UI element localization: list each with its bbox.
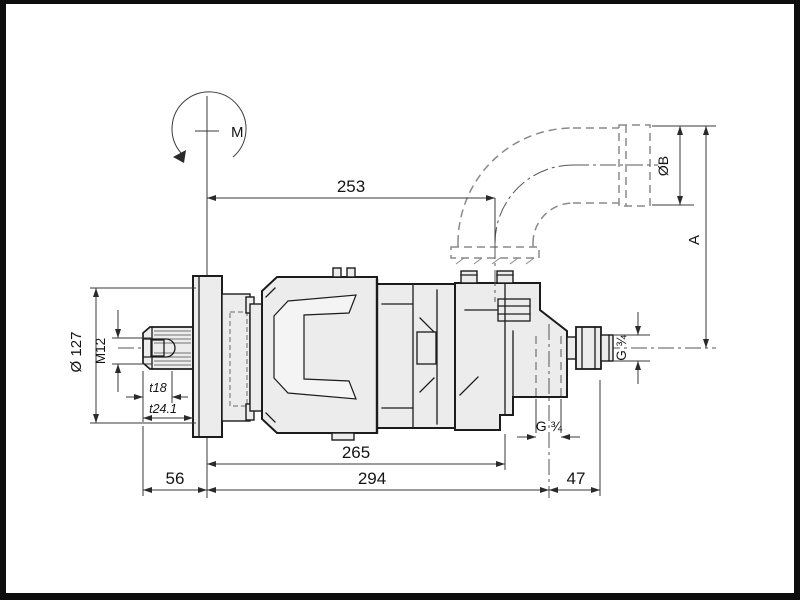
- dimension-294: 294: [207, 469, 549, 493]
- stud: [460, 270, 478, 284]
- thread-stub: [600, 334, 614, 362]
- dim-g34-bottom-value: G ¾: [536, 418, 563, 434]
- dim-294-value: 294: [358, 469, 386, 488]
- dimension-depth-18: t18: [126, 371, 188, 403]
- rear-housing: [454, 270, 568, 431]
- elbow-centerline: [494, 164, 574, 244]
- dimension-g34-bottom-port: G ¾: [517, 324, 580, 498]
- hex-nut: [575, 326, 602, 370]
- dimension-47: 47: [549, 380, 601, 496]
- stud: [496, 270, 514, 284]
- torque-direction-symbol: M: [171, 91, 247, 163]
- top-boss: [332, 267, 342, 278]
- dim-diameter-b-value: ØB: [655, 156, 671, 176]
- dim-depth-18-value: t18: [149, 381, 166, 395]
- dim-253-value: 253: [337, 177, 365, 196]
- dimension-diameter-127: Ø 127: [68, 287, 196, 424]
- rear-port-fitting: [566, 326, 614, 370]
- port-bore-hidden: [535, 336, 562, 397]
- drive-shaft: [142, 326, 194, 370]
- rotation-arrowhead: [173, 150, 186, 163]
- dim-47-value: 47: [567, 469, 586, 488]
- dimension-56: 56: [142, 426, 207, 496]
- suction-elbow: [450, 124, 658, 302]
- dimension-g34-rear-port: G ¾: [613, 312, 650, 384]
- dim-depth-24-1-value: t24.1: [149, 402, 177, 416]
- housing-recess: [273, 294, 357, 400]
- flange-neck: [249, 303, 263, 412]
- dim-diameter-127-value: Ø 127: [68, 332, 85, 373]
- bottom-boss: [331, 432, 355, 441]
- pump-body: [142, 267, 614, 441]
- shaft-thread-bore: [142, 338, 176, 358]
- dimension-265: 265: [207, 434, 506, 470]
- gear-housing: [375, 278, 456, 434]
- dim-56-value: 56: [166, 469, 185, 488]
- dimension-depth-24-1: t24.1: [142, 402, 193, 422]
- dim-g34-rear-value: G ¾: [614, 335, 629, 361]
- torque-label: M: [231, 124, 244, 141]
- mounting-flange: [192, 275, 263, 438]
- dim-m12-value: M12: [93, 338, 108, 364]
- dim-265-value: 265: [342, 443, 370, 462]
- dimension-a: A: [686, 126, 709, 348]
- front-housing: [261, 267, 378, 441]
- dim-a-value: A: [686, 235, 703, 245]
- dimension-diameter-b: ØB: [652, 125, 716, 206]
- dimension-253: 253: [207, 177, 496, 243]
- dimension-m12: M12: [93, 310, 152, 392]
- flange-spacer: [221, 293, 251, 422]
